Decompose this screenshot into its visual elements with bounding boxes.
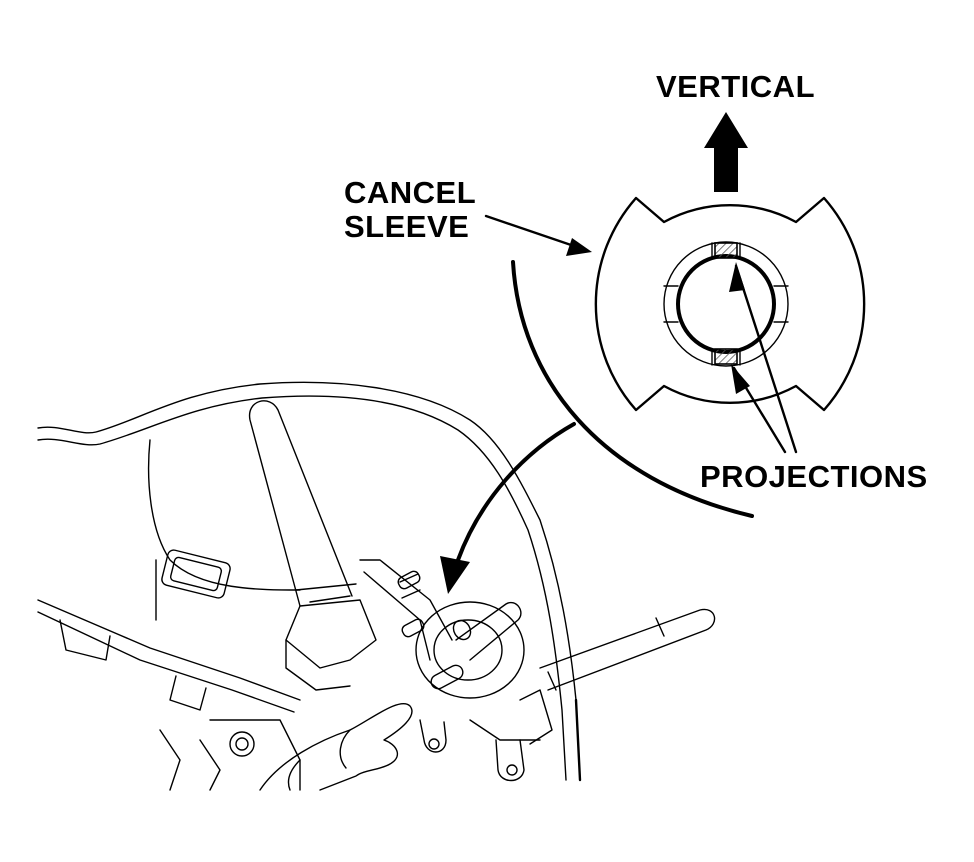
location-arrow — [440, 422, 576, 594]
vertical-arrow-icon — [704, 112, 748, 192]
vertical-label: VERTICAL — [656, 69, 815, 104]
cancel-sleeve-leader — [484, 214, 592, 256]
projection-top — [714, 242, 738, 259]
cancel-sleeve-label-line2: SLEEVE — [344, 209, 470, 244]
detail-callout-arc — [511, 260, 754, 518]
sleeve-outer-ring — [663, 241, 789, 367]
cancel-sleeve-detail — [484, 112, 866, 454]
cancel-sleeve-label-line1: CANCEL — [344, 175, 477, 210]
steering-column-assembly — [37, 381, 716, 791]
projections-label: PROJECTIONS — [700, 459, 928, 494]
column-outline-bold — [574, 698, 582, 782]
projection-bottom — [714, 348, 738, 365]
projections-leaders — [729, 262, 798, 454]
cancel-sleeve-outline — [594, 196, 866, 412]
